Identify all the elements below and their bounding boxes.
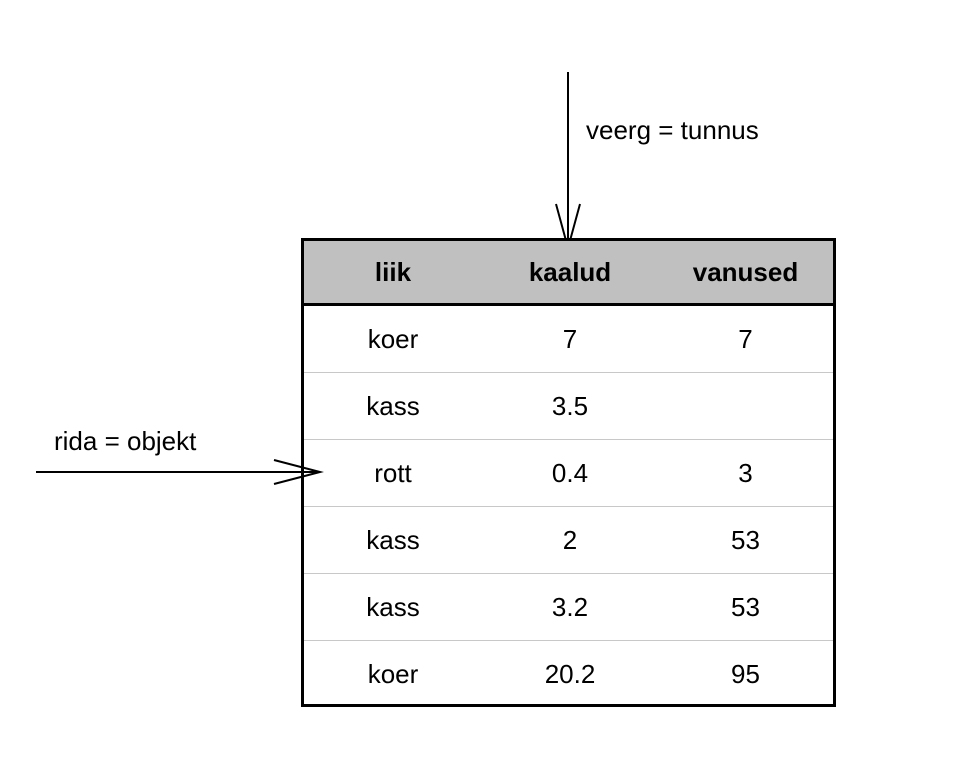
table-cell: rott: [374, 457, 412, 488]
table-cell: 7: [562, 323, 578, 354]
header-cell-vanused: vanused: [692, 256, 799, 287]
table-row: koer 20.2 95: [304, 641, 833, 708]
table-cell: 0.4: [551, 457, 589, 488]
header-cell-kaalud: kaalud: [528, 256, 612, 287]
table-cell: koer: [367, 323, 419, 354]
table-cell: kass: [366, 390, 420, 421]
row-annotation-label: rida = objekt: [54, 426, 197, 456]
table-row: rott 0.4 3: [304, 440, 833, 507]
table-cell: [658, 373, 833, 439]
column-arrow: [555, 72, 581, 252]
column-annotation-label: veerg = tunnus: [586, 115, 759, 145]
table-cell: 2: [562, 524, 578, 555]
table-row: koer 7 7: [304, 306, 833, 373]
table-row: kass 2 53: [304, 507, 833, 574]
table-cell: 3.5: [551, 390, 589, 421]
table-cell: kass: [366, 524, 420, 555]
table-cell: koer: [367, 659, 419, 689]
table-cell: 20.2: [544, 659, 596, 689]
table-cell: 7: [738, 323, 753, 354]
header-cell-liik: liik: [374, 256, 412, 287]
table-row: kass 3.5: [304, 373, 833, 440]
table-cell: 3: [738, 457, 753, 488]
table-cell: 53: [731, 591, 760, 622]
table-cell: kass: [366, 591, 420, 622]
table-cell: 95: [731, 659, 760, 689]
table-row: kass 3.2 53: [304, 574, 833, 641]
table-cell: 53: [731, 524, 760, 555]
row-arrow: [36, 459, 324, 485]
data-table: liik kaalud vanused koer 7 7 kass 3.5 ro…: [301, 238, 836, 707]
table-cell: 3.2: [551, 591, 589, 622]
table-header: liik kaalud vanused: [304, 241, 833, 306]
